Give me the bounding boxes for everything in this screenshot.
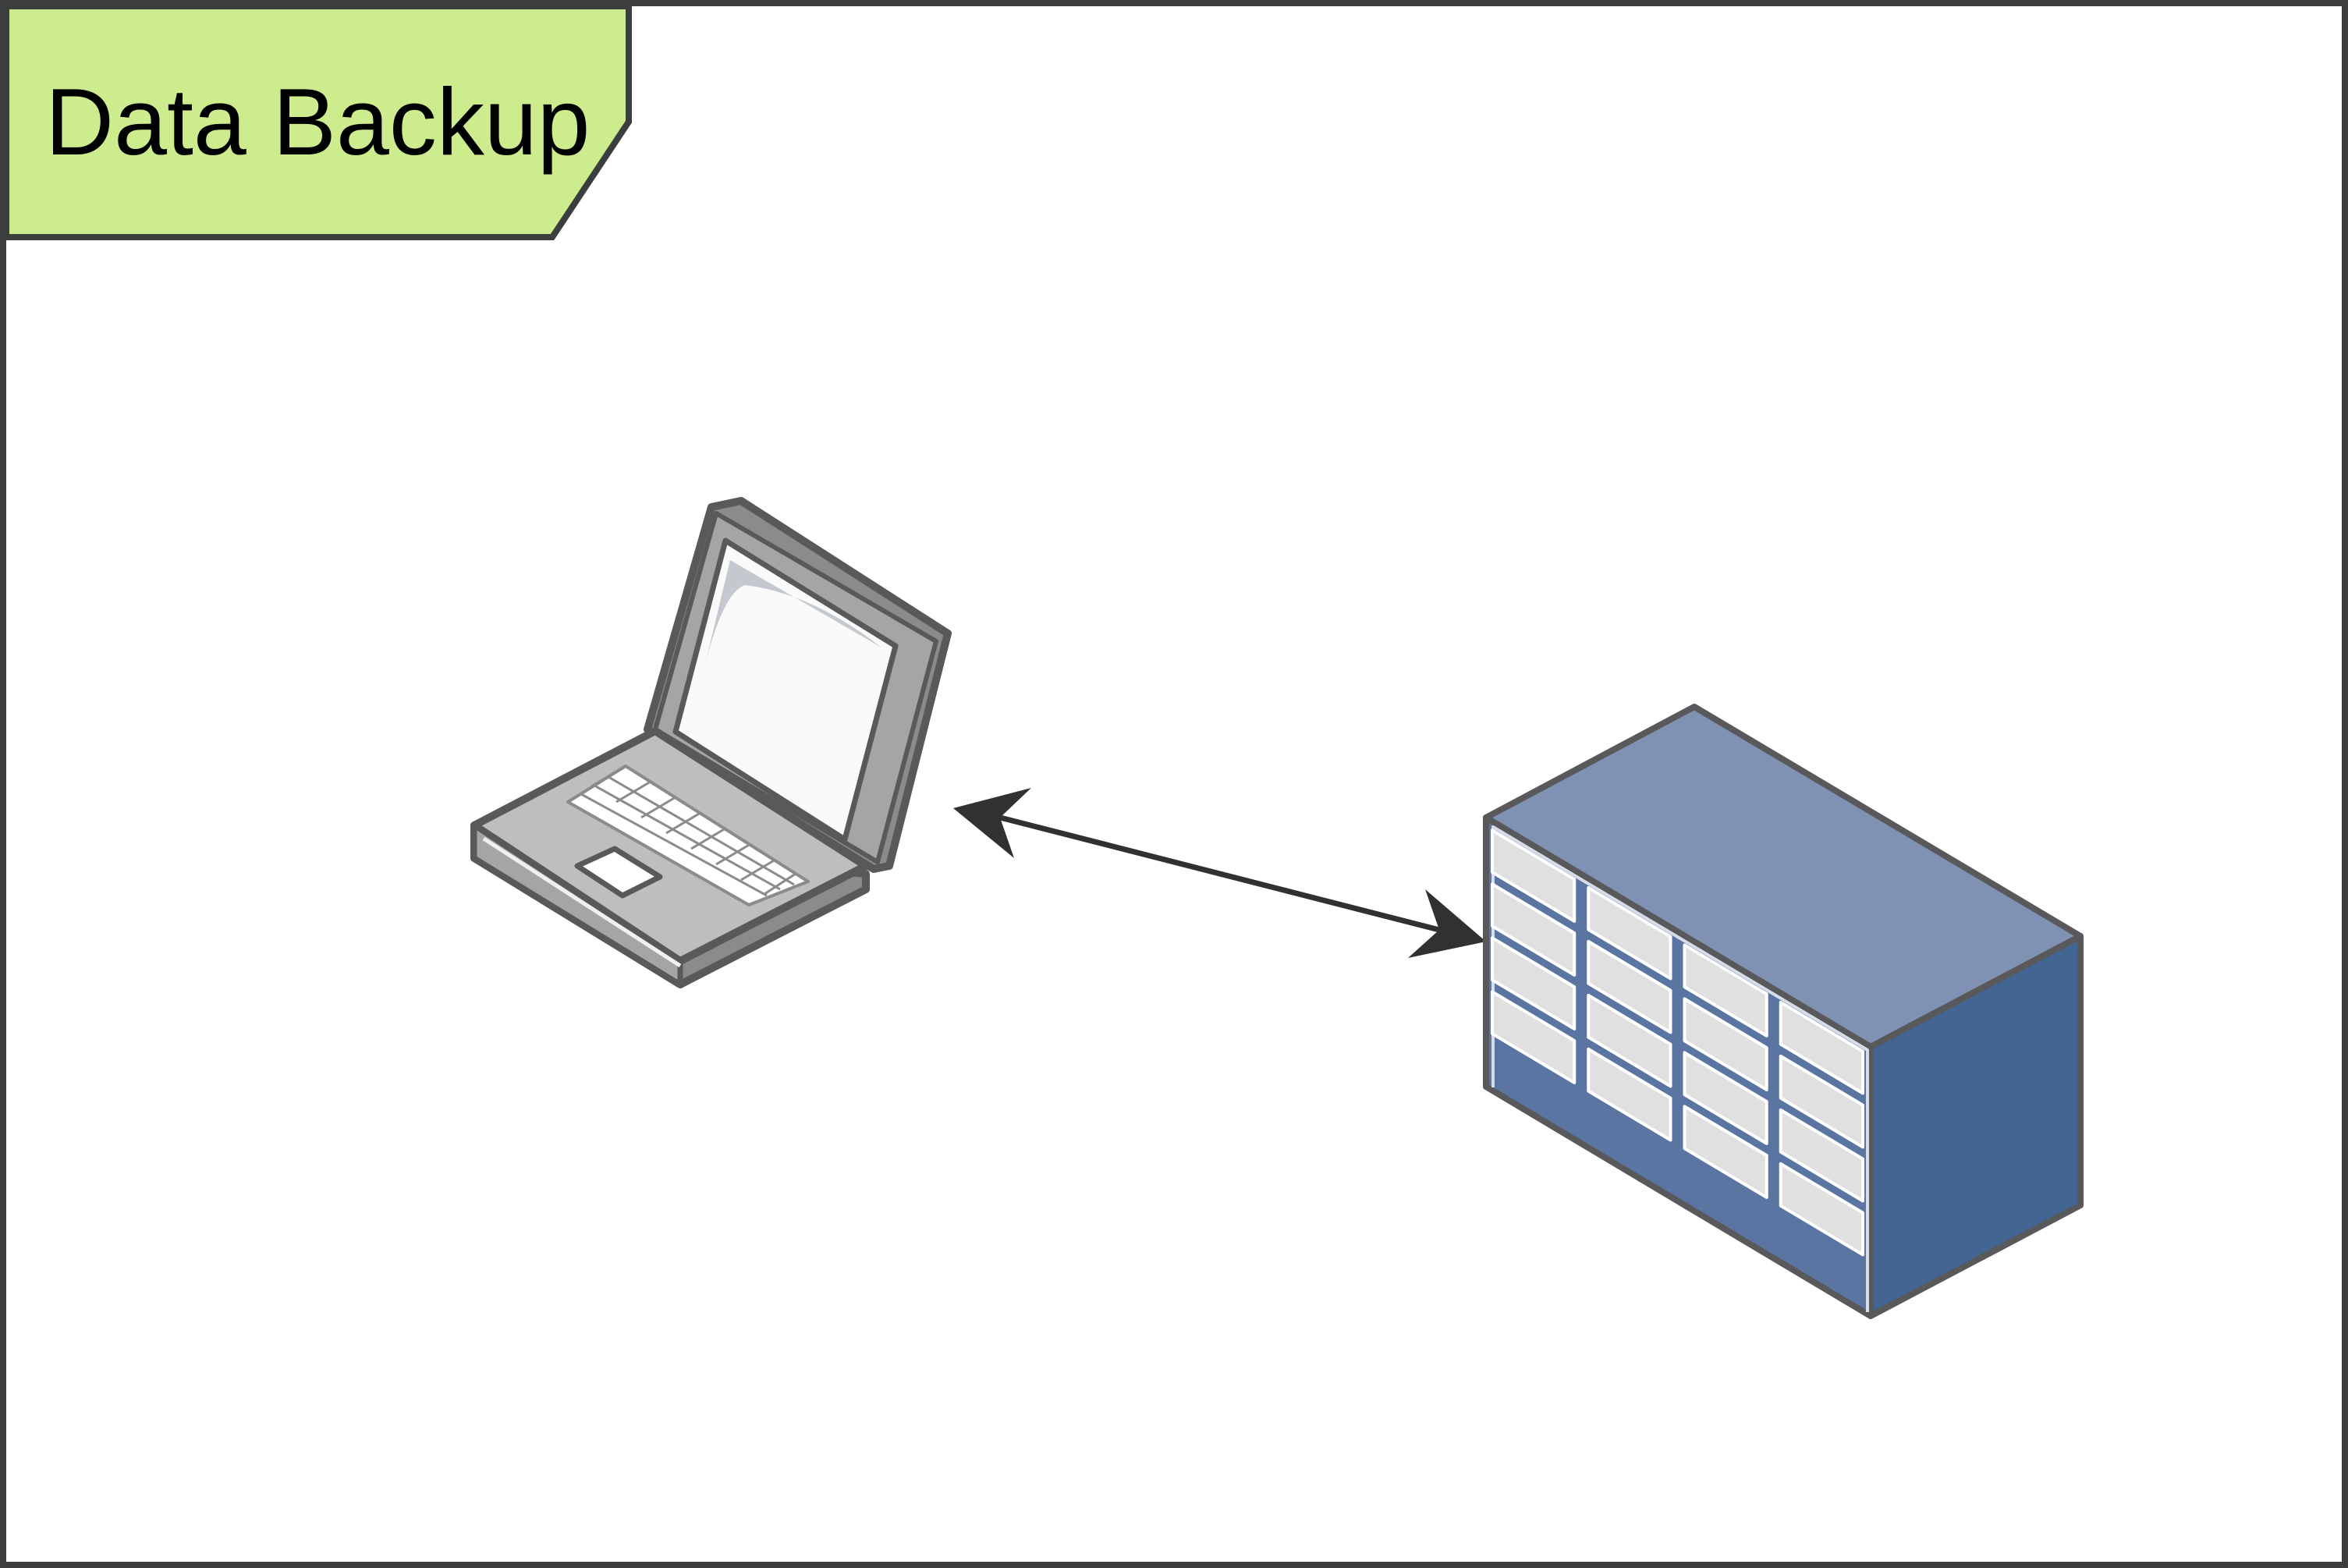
storage-drive-bays — [1491, 828, 1864, 1257]
laptop-screen — [672, 537, 899, 843]
arrowhead-laptop-end — [953, 788, 1031, 858]
storage-drive-bay — [1779, 1108, 1864, 1203]
laptop-base-edge-highlight — [482, 836, 682, 968]
title-tag-shape — [3, 3, 632, 240]
diagram-title: Data Backup — [45, 69, 591, 175]
storage-drive-bay — [1491, 828, 1577, 923]
connector-line — [999, 814, 1440, 933]
storage-drive-bay — [1779, 1162, 1864, 1257]
storage-drive-bay — [1491, 990, 1577, 1084]
storage-drive-bay — [1683, 1051, 1768, 1145]
storage-drive-bay — [1491, 882, 1577, 977]
storage-drive-bay — [1779, 1054, 1864, 1149]
storage-drive-bay — [1587, 885, 1672, 981]
storage-drive-bay — [1683, 997, 1768, 1091]
storage-drive-bay — [1491, 936, 1577, 1031]
storage-drive-bay — [1587, 993, 1672, 1088]
storage-drive-bay — [1587, 939, 1672, 1034]
storage-drive-bay — [1587, 1047, 1672, 1142]
storage-array-icon — [1483, 704, 2084, 1319]
title-tag: Data Backup — [3, 3, 632, 240]
laptop-icon — [470, 497, 952, 988]
laptop-keyboard-rows — [580, 764, 796, 897]
connector-laptop-storage — [953, 788, 1486, 958]
storage-drive-bay — [1683, 943, 1768, 1038]
arrowhead-storage-end — [1408, 889, 1486, 958]
storage-front-face — [1483, 814, 1874, 1319]
laptop-trackpad — [574, 846, 663, 899]
storage-drive-bay — [1683, 1105, 1768, 1199]
storage-drive-bay — [1779, 1000, 1864, 1095]
